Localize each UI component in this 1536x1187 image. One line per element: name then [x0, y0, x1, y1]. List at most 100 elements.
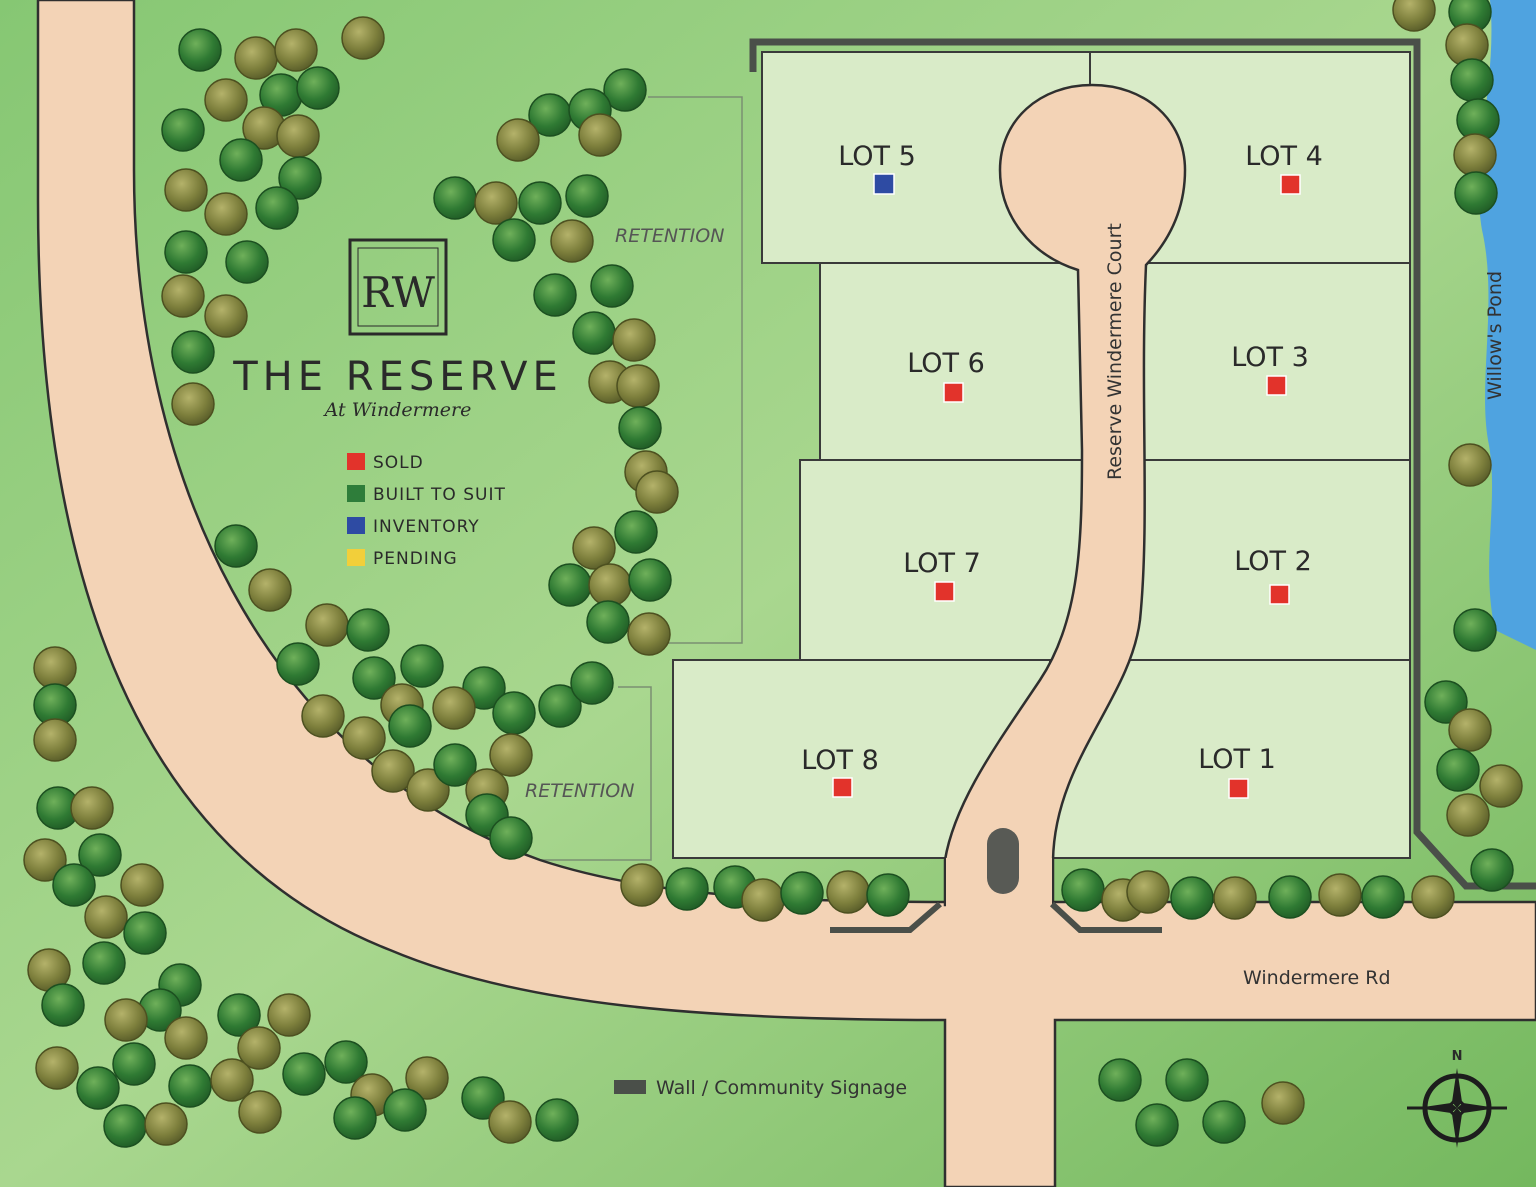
- tree-icon: [1126, 870, 1170, 914]
- monogram-frame: [348, 238, 448, 336]
- trees: [23, 0, 1523, 1148]
- tree-icon: [282, 1052, 326, 1096]
- lot-6-parcel[interactable]: [819, 262, 1091, 461]
- tree-icon: [104, 998, 148, 1042]
- tree-icon: [41, 983, 85, 1027]
- tree-icon: [570, 661, 614, 705]
- entrance-wall-left: [830, 901, 942, 933]
- tree-icon: [492, 218, 536, 262]
- tree-icon: [620, 863, 664, 907]
- tree-icon: [614, 510, 658, 554]
- tree-icon: [214, 524, 258, 568]
- tree-icon: [866, 873, 910, 917]
- tree-icon: [1479, 764, 1523, 808]
- tree-icon: [276, 114, 320, 158]
- tree-icon: [383, 1088, 427, 1132]
- legend-label-pending: PENDING: [373, 549, 458, 569]
- tree-icon: [120, 863, 164, 907]
- tree-icon: [278, 156, 322, 200]
- median-island: [987, 828, 1019, 894]
- brand-monogram: RW: [361, 268, 436, 317]
- tree-icon: [164, 230, 208, 274]
- tree-icon: [388, 704, 432, 748]
- north-label: N: [1452, 1049, 1463, 1064]
- tree-icon: [1424, 680, 1468, 724]
- reserve-windermere-court: [943, 83, 1187, 907]
- legend: SOLD BUILT TO SUIT INVENTORY PENDING: [347, 453, 505, 569]
- tree-icon: [535, 1098, 579, 1142]
- tree-icon: [488, 1100, 532, 1144]
- wall-legend-swatch: [614, 1080, 646, 1094]
- tree-icon: [217, 993, 261, 1037]
- tree-icon: [1170, 876, 1214, 920]
- lot-3-label: LOT 3: [1231, 342, 1309, 373]
- pond-name-label: Willow's Pond: [1484, 271, 1506, 400]
- tree-icon: [1268, 875, 1312, 919]
- tree-icon: [237, 1026, 281, 1070]
- tree-icon: [1453, 608, 1497, 652]
- lot-8-status-marker: [832, 777, 853, 798]
- tree-icon: [635, 470, 679, 514]
- tree-icon: [572, 311, 616, 355]
- legend-swatch-built-to-suit: [347, 485, 365, 502]
- windermere-road: [36, 0, 1536, 1187]
- tree-icon: [489, 733, 533, 777]
- lot-6-label: LOT 6: [907, 348, 985, 379]
- tree-icon: [210, 1058, 254, 1102]
- tree-icon: [267, 993, 311, 1037]
- legend-swatch-pending: [347, 549, 365, 566]
- tree-icon: [1261, 1081, 1305, 1125]
- legend-label-inventory: INVENTORY: [373, 517, 480, 537]
- tree-icon: [741, 878, 785, 922]
- tree-icon: [234, 36, 278, 80]
- tree-icon: [590, 264, 634, 308]
- tree-icon: [84, 895, 128, 939]
- lot-6-status-marker: [943, 382, 964, 403]
- tree-icon: [274, 28, 318, 72]
- retention-label-bottom: RETENTION: [525, 780, 634, 802]
- tree-icon: [255, 186, 299, 230]
- tree-icon: [665, 867, 709, 911]
- tree-icon: [496, 118, 540, 162]
- tree-icon: [628, 558, 672, 602]
- tree-icon: [548, 563, 592, 607]
- lot-2-status-marker: [1269, 584, 1290, 605]
- tree-icon: [518, 181, 562, 225]
- tree-icon: [161, 108, 205, 152]
- tree-icon: [586, 600, 630, 644]
- tree-icon: [616, 364, 660, 408]
- lot-4-status-marker: [1280, 174, 1301, 195]
- tree-icon: [1446, 793, 1490, 837]
- court-name-label: Reserve Windermere Court: [1104, 223, 1126, 480]
- tree-icon: [400, 644, 444, 688]
- retention-area-top: [648, 96, 743, 644]
- tree-icon: [238, 1090, 282, 1134]
- tree-icon: [70, 786, 114, 830]
- lot-3-status-marker: [1266, 375, 1287, 396]
- tree-icon: [164, 1016, 208, 1060]
- tree-icon: [225, 240, 269, 284]
- tree-icon: [276, 642, 320, 686]
- tree-icon: [305, 603, 349, 647]
- tree-icon: [324, 1040, 368, 1084]
- tree-icon: [405, 1056, 449, 1100]
- tree-icon: [588, 563, 632, 607]
- tree-icon: [1202, 1100, 1246, 1144]
- tree-icon: [780, 871, 824, 915]
- compass-rose-icon: N: [1407, 1049, 1507, 1148]
- tree-icon: [171, 330, 215, 374]
- retention-label-top: RETENTION: [615, 225, 724, 247]
- tree-icon: [352, 656, 396, 700]
- lot-7-parcel[interactable]: [799, 459, 1091, 661]
- tree-icon: [1392, 0, 1436, 32]
- tree-icon: [1448, 708, 1492, 752]
- tree-icon: [35, 1046, 79, 1090]
- lot-5-label: LOT 5: [838, 141, 916, 172]
- tree-icon: [489, 816, 533, 860]
- tree-icon: [1135, 1103, 1179, 1147]
- tree-icon: [1436, 748, 1480, 792]
- tree-icon: [161, 274, 205, 318]
- tree-icon: [346, 608, 390, 652]
- tree-icon: [1318, 873, 1362, 917]
